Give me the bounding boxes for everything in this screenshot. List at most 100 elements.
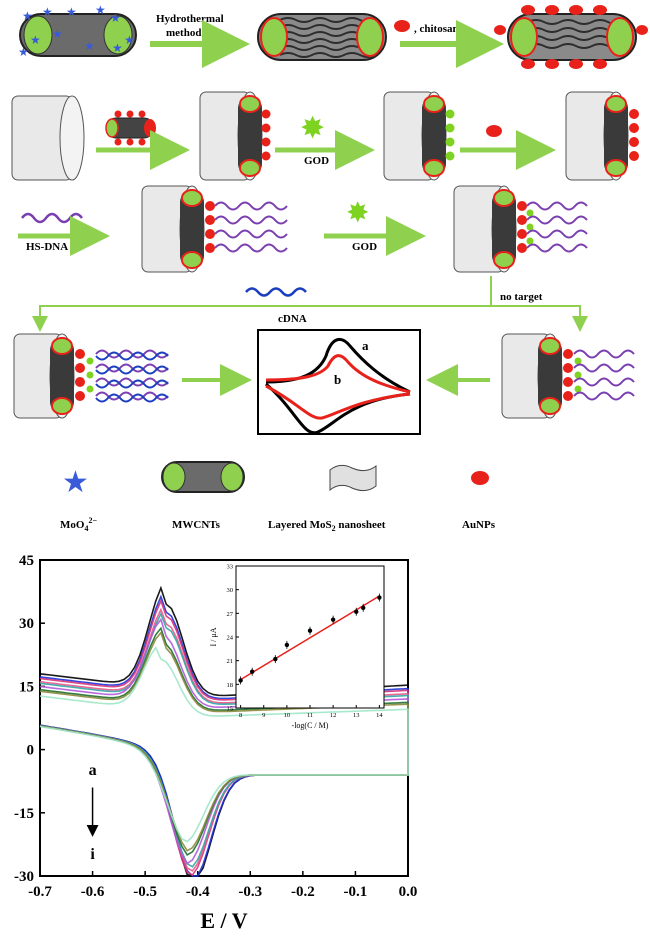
aunp-icon-2: [486, 125, 502, 137]
svg-text:★: ★: [112, 41, 123, 55]
x-tick-label: -0.6: [81, 884, 105, 900]
x-tick-label: -0.5: [133, 884, 157, 900]
branch-right: [491, 305, 588, 332]
bare-electrode: [11, 95, 85, 181]
inset-data-point: [360, 605, 366, 611]
legend-aunps: AuNPs: [462, 519, 496, 531]
x-tick-label: -0.7: [28, 884, 52, 900]
cv-label-b: b: [334, 372, 341, 387]
y-tick-label: 45: [19, 553, 34, 569]
inset-data-point: [377, 595, 382, 600]
mwcnt-mos2: [257, 13, 387, 61]
inset-y-tick-label: 33: [227, 564, 234, 571]
svg-text:★: ★: [52, 27, 63, 41]
svg-text:★: ★: [66, 5, 77, 19]
aunp-legend-icon: [471, 471, 489, 485]
hs-dna-icon: [21, 212, 83, 224]
inset-data-point: [354, 609, 359, 614]
cv-inset-box: a b: [257, 329, 421, 435]
inset-y-axis-label: I / μA: [209, 627, 218, 646]
y-tick-label: -30: [14, 869, 34, 885]
inset-x-tick-label: 8: [239, 712, 242, 719]
mos2-nanosheet-icon: [329, 464, 377, 492]
svg-text:★: ★: [84, 39, 95, 53]
hydrothermal-label-1: Hydrothermal: [156, 13, 224, 25]
x-tick-label: -0.1: [344, 884, 368, 900]
molybdate-stars: ★★★ ★★★ ★★★ ★★: [18, 3, 135, 59]
synthesis-scheme: ★★★ ★★★ ★★★ ★★ Hydrothermal method , chi: [11, 3, 648, 533]
x-tick-label: -0.3: [238, 884, 262, 900]
god-label-2: GOD: [352, 241, 377, 253]
inset-data-point: [284, 642, 290, 648]
electrode-hybridized: [13, 333, 169, 419]
cv-curve-b: [265, 354, 411, 420]
mwcnt-with-molybdate: ★★★ ★★★ ★★★ ★★: [18, 3, 137, 59]
god-star-icon: ✸: [300, 112, 325, 145]
x-tick-label: -0.4: [186, 884, 210, 900]
god-star-icon-2: ✸: [346, 198, 369, 229]
inset-x-tick-label: 11: [307, 712, 313, 719]
inset-data-point: [249, 669, 255, 674]
electrode-dna-god: [453, 185, 588, 273]
cv-label-a: a: [362, 338, 369, 353]
electrode-modified-1: [199, 91, 271, 181]
y-tick-label: 30: [19, 616, 34, 632]
cv-series-line: [39, 646, 409, 843]
inset-y-tick-label: 30: [227, 587, 234, 594]
mwcnt-legend-icon: [161, 461, 245, 493]
svg-text:★: ★: [124, 33, 135, 47]
legend-mos2: Layered MoS2 nanosheet: [268, 519, 386, 533]
svg-text:★: ★: [18, 45, 29, 59]
inset-x-tick-label: 13: [353, 712, 360, 719]
inset-data-point: [330, 617, 336, 622]
small-composite: [105, 110, 156, 146]
inset-data-point: [238, 678, 243, 683]
inset-x-tick-label: 12: [330, 712, 337, 719]
inset-data-point: [307, 628, 313, 633]
inset-y-tick-label: 15: [227, 706, 234, 713]
hs-dna-label: HS-DNA: [26, 241, 68, 253]
legend: ★ MoO42− MWCNTs Layered MoS2 nanosheet A…: [60, 461, 496, 533]
svg-text:★: ★: [110, 11, 121, 25]
svg-text:★: ★: [30, 33, 41, 47]
inset-y-tick-label: 24: [227, 635, 234, 642]
annotation-i: i: [90, 846, 95, 863]
svg-text:★: ★: [42, 5, 53, 19]
legend-molybdate: MoO42−: [60, 516, 97, 533]
y-tick-label: 15: [19, 679, 34, 695]
inset-data-point: [273, 656, 278, 662]
x-tick-label: 0.0: [399, 884, 418, 900]
cdna-label: cDNA: [278, 313, 307, 325]
inset-y-tick-label: 21: [227, 658, 234, 665]
inset-x-tick-label: 10: [284, 712, 291, 719]
svg-text:★: ★: [95, 3, 106, 17]
cv-chart: -0.7 -0.6 -0.5 -0.4 -0.3 -0.2 -0.1 0.0 45 30 15 0 -1…: [14, 553, 417, 933]
branch-left: [32, 276, 492, 332]
electrode-modified-2: [383, 91, 455, 181]
svg-text:★: ★: [22, 9, 33, 23]
electrode-dna: [141, 185, 288, 273]
inset-y-tick-label: 18: [227, 682, 234, 689]
hydrothermal-label-2: method: [166, 27, 201, 39]
electrode-no-target: [501, 333, 635, 419]
y-tick-label: -15: [14, 806, 34, 822]
aunp-icon: [394, 20, 410, 32]
x-axis-label: E / V: [200, 908, 247, 933]
no-target-label: no target: [500, 291, 543, 303]
calibration-inset: 8 9 10 11 12 13 14 15 18 21 24 27 30 33 -log(C / M) I /…: [209, 564, 385, 730]
annotation-a: a: [89, 762, 97, 779]
god-label-1: GOD: [304, 155, 329, 167]
electrode-modified-3: [565, 91, 639, 181]
inset-y-tick-label: 27: [227, 611, 234, 618]
cdna-icon: [245, 287, 307, 297]
legend-mwcnts: MWCNTs: [172, 519, 221, 531]
molybdate-star-icon: ★: [62, 466, 89, 499]
inset-x-tick-label: 14: [376, 712, 383, 719]
x-tick-label: -0.2: [291, 884, 315, 900]
inset-x-axis-label: -log(C / M): [292, 721, 329, 730]
inset-x-tick-label: 9: [262, 712, 265, 719]
y-tick-label: 0: [27, 743, 35, 759]
mwcnt-mos2-aunp: [494, 5, 648, 69]
chitosan-label: , chitosan: [414, 23, 459, 35]
